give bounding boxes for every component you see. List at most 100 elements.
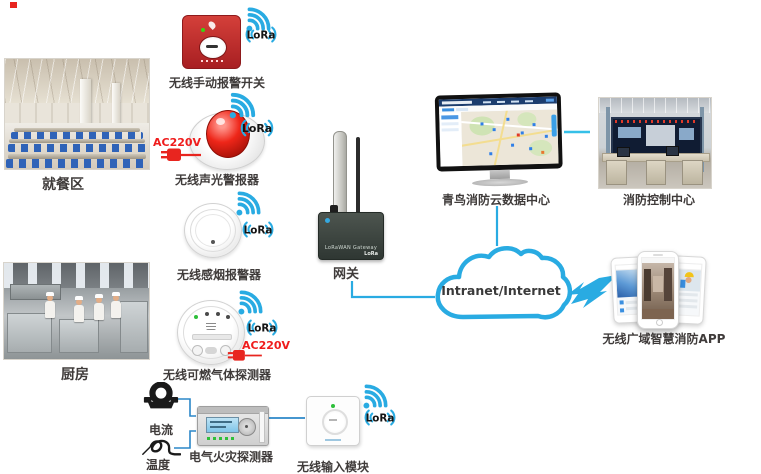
fire-control-center-label: 消防控制中心 xyxy=(622,193,696,207)
electrical-fire-detector-label: 电气火灾探测器 xyxy=(188,450,274,464)
svg-text:LoRa: LoRa xyxy=(244,224,273,236)
antenna-joint xyxy=(330,205,338,217)
gateway-device: LoRaWAN Gateway LoRa xyxy=(318,212,384,260)
dining-wall xyxy=(5,103,149,123)
brand-dot xyxy=(325,218,330,223)
svg-text:LoRa: LoRa xyxy=(247,29,276,41)
kitchen-counter xyxy=(6,312,53,354)
current-transformer-icon xyxy=(143,382,179,409)
ac220v-label: AC220V xyxy=(242,339,291,352)
panel-strip xyxy=(198,407,268,414)
list-row xyxy=(676,298,698,303)
press-bar xyxy=(205,45,218,48)
toolbar-chip xyxy=(456,107,469,112)
module-button xyxy=(322,409,348,435)
monitor-screen xyxy=(438,96,559,167)
map-view xyxy=(461,109,559,166)
device-markings xyxy=(200,60,223,62)
phone-in-hand xyxy=(679,279,686,288)
svg-text:LoRa: LoRa xyxy=(242,122,272,135)
speaker-grille xyxy=(206,321,216,330)
smoke-detector-device xyxy=(184,203,242,258)
kitchen-counter xyxy=(59,318,99,354)
led xyxy=(226,315,230,319)
speaker xyxy=(653,254,663,256)
lcd-screen xyxy=(206,417,239,433)
ctrl-pillar xyxy=(700,107,705,172)
helmet xyxy=(684,271,694,277)
electrical-fire-detector-device xyxy=(197,406,269,446)
led-row xyxy=(207,437,235,440)
monitor-base xyxy=(471,178,529,187)
kitchen-cook xyxy=(111,292,122,319)
kitchen-cook xyxy=(44,292,55,319)
dining-chairs xyxy=(6,159,148,169)
detector-ring xyxy=(183,306,239,359)
cloud-data-center-monitor xyxy=(434,92,566,193)
red-square-marker xyxy=(10,2,17,8)
monitor-bezel xyxy=(434,92,563,172)
dining-tables xyxy=(7,153,147,159)
manual-alarm-switch-device xyxy=(182,15,241,69)
ctrl-ceiling xyxy=(599,98,711,114)
videowall-pane xyxy=(646,125,676,146)
map-side-buttons xyxy=(551,114,557,138)
cabinet xyxy=(605,160,627,186)
panel-item xyxy=(441,115,459,120)
svg-text:LoRa: LoRa xyxy=(366,412,395,424)
button xyxy=(220,345,231,356)
app-header xyxy=(642,258,674,263)
led-indicator xyxy=(331,404,335,408)
kitchen-photo xyxy=(3,262,150,360)
interior-floor xyxy=(642,309,674,319)
list-icons xyxy=(619,300,624,305)
panel-item xyxy=(441,122,459,126)
interior-door xyxy=(643,268,651,301)
dining-tables xyxy=(13,128,141,133)
app-left-panel xyxy=(439,111,464,167)
sound-light-alarm-label: 无线声光警报器 xyxy=(174,173,260,187)
lora-mark: LoRa xyxy=(364,251,378,257)
power-plug-icon xyxy=(227,349,262,361)
button-pad xyxy=(238,418,256,436)
cloud-data-center-label: 青鸟消防云数据中心 xyxy=(441,193,551,207)
lora-logo: LoRa xyxy=(240,119,274,137)
ac220v-label: AC220V xyxy=(153,136,202,149)
interior-wall xyxy=(652,276,664,293)
ctrl-pillar xyxy=(605,107,610,172)
led xyxy=(216,312,220,316)
topbar-user xyxy=(545,98,554,102)
wireless-input-module-label: 无线输入模块 xyxy=(296,460,370,474)
device-slot xyxy=(192,334,232,340)
lightning-bolt-icon xyxy=(567,275,617,308)
dining-chairs xyxy=(7,143,147,152)
interior-cabinet xyxy=(664,267,673,301)
lora-logo: LoRa xyxy=(364,409,396,426)
gateway-device-text: LoRaWAN Gateway xyxy=(324,245,378,251)
svg-text:LoRa: LoRa xyxy=(248,322,277,334)
gas-detector-label: 无线可燃气体探测器 xyxy=(162,368,272,382)
power-plug-icon xyxy=(161,148,201,161)
kitchen-label: 厨房 xyxy=(61,367,89,383)
map-green-area xyxy=(529,139,553,157)
videowall-pane xyxy=(678,128,695,141)
map-markers xyxy=(480,122,484,126)
kitchen-cook xyxy=(73,296,84,323)
list-row xyxy=(676,304,698,309)
current-label: 电流 xyxy=(148,423,174,437)
monitor-neck xyxy=(489,169,510,180)
phone-screen xyxy=(641,257,675,320)
detector-led xyxy=(211,240,215,244)
desk-monitor xyxy=(666,145,680,156)
cabinet xyxy=(646,160,666,186)
wifi-icon xyxy=(246,7,271,32)
dining-pillar xyxy=(111,83,120,141)
desk-monitor xyxy=(616,146,630,157)
dining-ceiling xyxy=(5,59,149,103)
panel-item xyxy=(441,128,459,132)
led-green xyxy=(194,315,198,319)
gateway-label: 网关 xyxy=(332,267,360,282)
videowall-pane xyxy=(618,126,641,138)
dining-area-label: 就餐区 xyxy=(42,177,84,193)
